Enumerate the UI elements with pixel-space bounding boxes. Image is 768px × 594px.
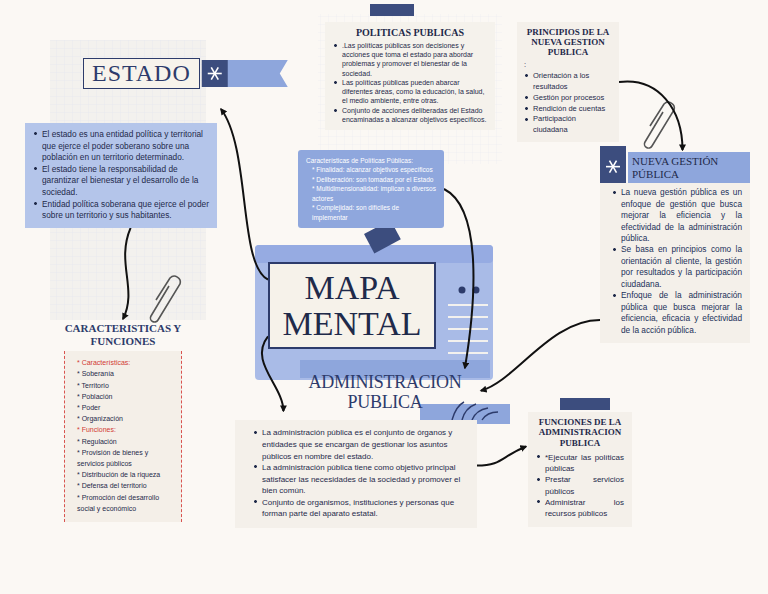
box-text: * Funciones: bbox=[77, 424, 175, 435]
box-body: :Orientación a los resultadosGestión por… bbox=[524, 60, 612, 136]
box-body: La administración pública es el conjunto… bbox=[235, 420, 477, 528]
box-heading: MAPA MENTAL bbox=[270, 270, 434, 341]
arrow-connector bbox=[123, 228, 131, 319]
arrow-connector bbox=[444, 189, 473, 368]
box-heading: NUEVA GESTIÓN PÚBLICA bbox=[600, 152, 750, 183]
box-heading: FUNCIONES DE LA ADMINISTRACION PUBLICA bbox=[536, 417, 624, 448]
arrow-connector bbox=[481, 320, 600, 391]
box-body: El estado es una entidad política y terr… bbox=[25, 123, 217, 228]
tape bbox=[370, 4, 414, 16]
topic-box: Características de Políticas Públicas:* … bbox=[298, 150, 444, 228]
tape bbox=[560, 398, 610, 410]
box-text: *Ejecutar las políticas públicas bbox=[536, 452, 624, 474]
box-text: * Deliberación: son tomadas por el Estad… bbox=[306, 175, 436, 184]
topic-box: NUEVA GESTIÓN PÚBLICA La nueva gestión pú… bbox=[600, 152, 750, 343]
arrow-connector bbox=[477, 447, 526, 466]
box-text: * Finalidad: alcanzar objetivos específi… bbox=[306, 165, 436, 174]
asterisk bbox=[211, 67, 218, 79]
box-body: * Características:* Soberanía* Territori… bbox=[64, 351, 182, 522]
box-text: El estado es una entidad política y terr… bbox=[33, 129, 209, 164]
box-text: .Las políticas públicas son decisiones y… bbox=[333, 41, 487, 78]
box-body: *Ejecutar las políticas públicasPrestar … bbox=[536, 452, 624, 519]
topic-box: MAPA MENTAL bbox=[268, 262, 436, 349]
box-text: * Promoción del desarrollo social y econ… bbox=[77, 492, 175, 514]
box-heading: PRINCIPIOS DE LA NUEVA GESTION PUBLICA bbox=[524, 27, 612, 57]
box-text: Enfoque de la administración pública que… bbox=[612, 290, 742, 336]
box-text: * Provisión de bienes y servicios públic… bbox=[77, 447, 175, 469]
box-text: Entidad política soberana que ejerce el … bbox=[33, 199, 209, 222]
window-illustration bbox=[255, 220, 493, 380]
box-text: * Características: bbox=[77, 357, 175, 368]
box-heading: CARACTERISTICAS Y FUNCIONES bbox=[64, 322, 182, 347]
topic-box: ADMINISTRACION PUBLICA La administración … bbox=[235, 372, 477, 528]
topic-box: PRINCIPIOS DE LA NUEVA GESTION PUBLICA:O… bbox=[517, 22, 619, 142]
box-text: * Territorio bbox=[77, 380, 175, 391]
box-text: Conjunto de organismos, instituciones y … bbox=[253, 497, 467, 520]
box-text: * Complejidad: son difíciles de implemen… bbox=[306, 203, 436, 222]
box-text: * Soberanía bbox=[77, 368, 175, 379]
box-text: * Organización bbox=[77, 413, 175, 424]
asterisk bbox=[211, 67, 218, 79]
box-text: La nueva gestión pública es un enfoque d… bbox=[612, 187, 742, 244]
box-text: La administración pública tiene como obj… bbox=[253, 462, 467, 497]
box-text: Orientación a los resultados bbox=[524, 71, 612, 93]
box-text: * Regulación bbox=[77, 436, 175, 447]
topic-box: FUNCIONES DE LA ADMINISTRACION PUBLICA *E… bbox=[528, 412, 632, 527]
box-text: La administración pública es el conjunto… bbox=[253, 427, 467, 462]
box-body: .Las políticas públicas son decisiones y… bbox=[333, 41, 487, 124]
box-text: Prestar servicios públicos bbox=[536, 474, 624, 496]
topic-box: POLITICAS PUBLICAS .Las políticas pública… bbox=[325, 22, 495, 130]
box-text: * Poder bbox=[77, 402, 175, 413]
arrow-connector bbox=[619, 82, 683, 150]
arrow-connector bbox=[221, 109, 268, 280]
box-text: * Defensa del territorio bbox=[77, 480, 175, 491]
topic-box: ESTADO El estado es una entidad política … bbox=[25, 58, 217, 228]
box-body: * Finalidad: alcanzar objetivos específi… bbox=[306, 165, 436, 222]
ribbon bbox=[226, 60, 288, 87]
grid-paper bbox=[318, 14, 502, 164]
box-heading: ESTADO bbox=[83, 58, 200, 89]
box-text: Gestión por procesos bbox=[524, 93, 612, 104]
box-text: : bbox=[524, 60, 612, 71]
box-heading: Características de Políticas Públicas: bbox=[306, 156, 436, 165]
box-text: Participación ciudadana bbox=[524, 114, 612, 136]
box-heading: POLITICAS PUBLICAS bbox=[333, 27, 487, 38]
box-text: Rendición de cuentas bbox=[524, 104, 612, 115]
box-text: Se basa en principios como la orientació… bbox=[612, 244, 742, 290]
topic-box: CARACTERISTICAS Y FUNCIONES * Característ… bbox=[64, 322, 182, 522]
box-text: * Población bbox=[77, 391, 175, 402]
box-text: * Distribución de la riqueza bbox=[77, 469, 175, 480]
box-text: El estado tiene la responsabilidad de ga… bbox=[33, 164, 209, 199]
asterisk-tab bbox=[202, 60, 228, 87]
box-text: Conjunto de acciones deliberadas del Est… bbox=[333, 106, 487, 124]
box-text: * Multidimensionalidad: implican a diver… bbox=[306, 184, 436, 203]
box-text: Administrar los recursos públicos bbox=[536, 497, 624, 519]
box-body: La nueva gestión pública es un enfoque d… bbox=[600, 183, 750, 343]
box-text: Las políticas públicas pueden abarcar di… bbox=[333, 78, 487, 106]
box-heading: ADMINISTRACION PUBLICA bbox=[295, 372, 475, 412]
